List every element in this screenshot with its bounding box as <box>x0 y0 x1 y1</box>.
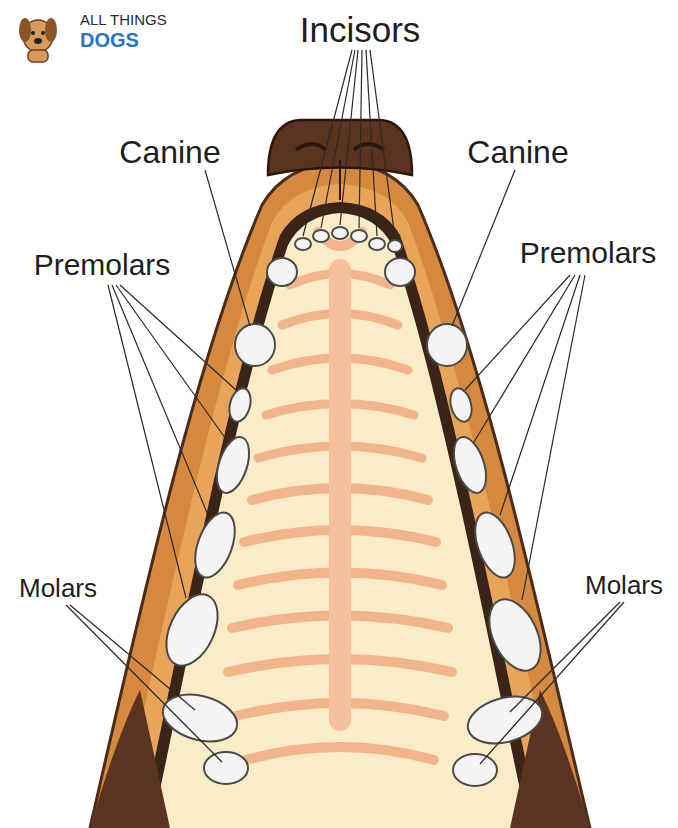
leader-line-part <box>366 50 377 236</box>
teeth-part <box>388 240 402 252</box>
leader-line-part <box>340 50 358 225</box>
nose-part <box>339 160 341 200</box>
teeth-part <box>467 507 522 583</box>
teeth-part <box>313 230 329 242</box>
leader-line-part <box>452 170 515 326</box>
leader-line-part <box>359 50 362 228</box>
part-label: Incisors <box>300 12 421 47</box>
leader-line-part <box>108 285 186 598</box>
leader-line-part <box>480 602 624 764</box>
dog-logo-part <box>28 50 48 62</box>
leader-line-part <box>465 275 570 390</box>
teeth-part <box>385 258 415 286</box>
leader-line-part <box>500 275 580 515</box>
leader-line-part <box>112 285 208 515</box>
snout-part <box>90 690 170 828</box>
leader-lines <box>66 50 624 764</box>
dog-logo-part <box>45 18 57 42</box>
teeth-part <box>235 324 275 366</box>
leader-line-part <box>120 285 236 390</box>
teeth-part <box>447 386 475 424</box>
teeth-part <box>427 324 467 366</box>
leader-line-part <box>303 50 352 236</box>
leader-line-part <box>321 50 355 228</box>
snout-part <box>118 184 562 828</box>
teeth-part <box>267 258 297 286</box>
teeth-part <box>156 586 228 673</box>
nose-part <box>354 144 384 150</box>
part-label: Premolars <box>34 250 171 280</box>
logo-text: DOGS <box>80 30 139 50</box>
teeth-part <box>295 238 311 250</box>
dog-logo-part <box>31 31 35 35</box>
dog-logo <box>19 18 57 62</box>
part-label: Canine <box>119 136 220 168</box>
nose-part <box>296 144 326 150</box>
nose <box>268 120 412 200</box>
teeth-part <box>453 754 497 786</box>
dog-logo-part <box>41 31 45 35</box>
leader-line-part <box>510 602 620 712</box>
teeth-part <box>351 230 367 242</box>
teeth-part <box>211 433 256 497</box>
logo-text: ALL THINGS <box>80 12 167 27</box>
part-label: Molars <box>585 572 663 598</box>
leader-line-part <box>205 170 250 326</box>
teeth-part <box>204 752 248 784</box>
part-label: Canine <box>467 136 568 168</box>
leader-line-part <box>70 605 195 710</box>
teeth-part <box>332 227 348 239</box>
palate-ridge-part <box>246 747 434 760</box>
leader-line-part <box>116 285 228 442</box>
palate-ridge-part <box>329 270 351 720</box>
teeth <box>156 227 551 786</box>
palate-ridges <box>228 232 452 760</box>
dog-logo-part <box>19 18 31 42</box>
teeth-part <box>448 433 493 497</box>
teeth-part <box>187 507 242 583</box>
dog-logo-part <box>34 38 42 44</box>
leader-line-part <box>370 50 395 238</box>
leader-line-part <box>66 605 222 762</box>
leader-line-part <box>474 275 575 442</box>
teeth-part <box>369 238 385 250</box>
leader-line-part <box>522 275 585 600</box>
teeth-part <box>479 591 551 678</box>
part-label: Molars <box>19 575 97 601</box>
teeth-part <box>463 689 548 751</box>
part-label: Premolars <box>520 238 657 268</box>
teeth-part <box>226 386 254 424</box>
